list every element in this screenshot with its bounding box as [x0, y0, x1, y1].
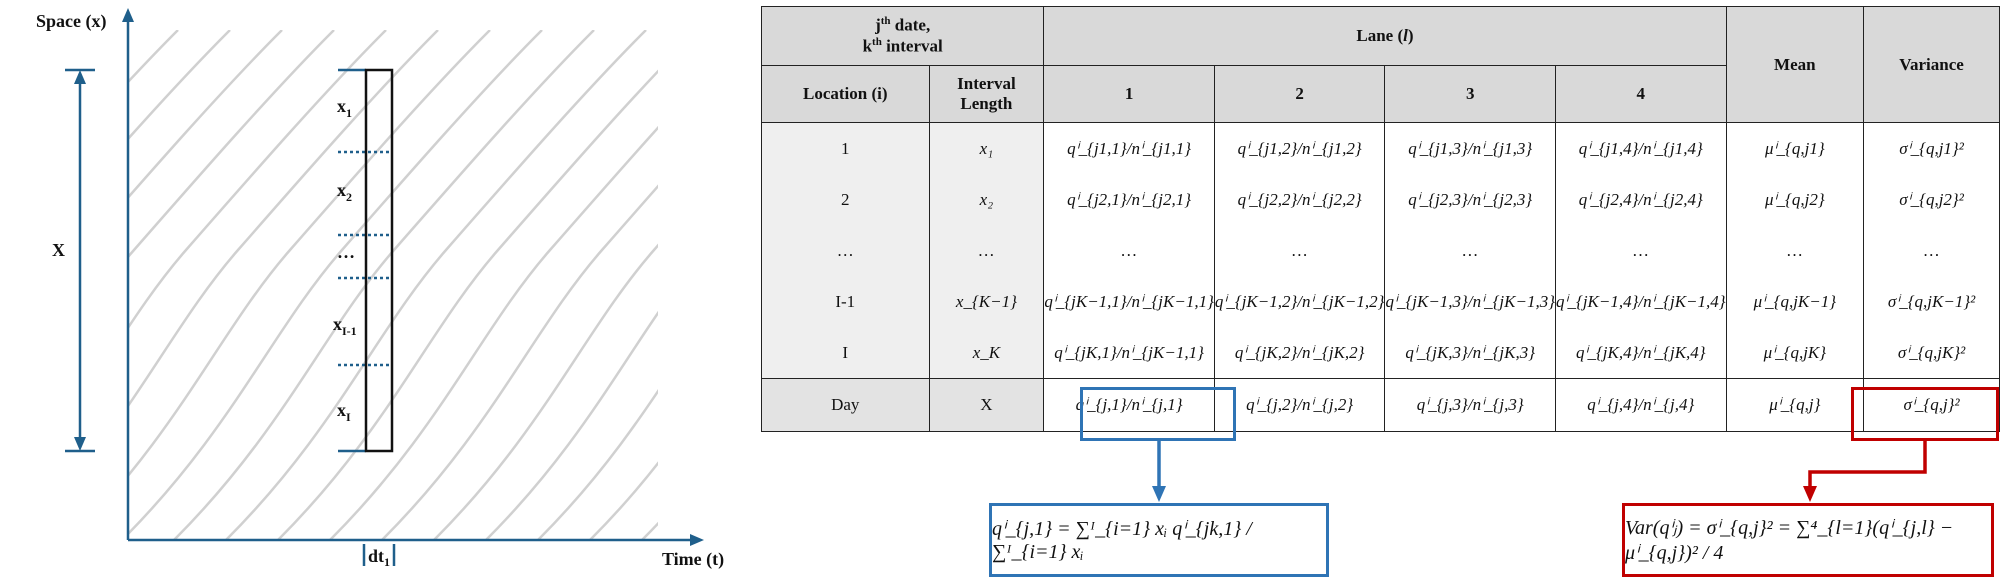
mean-cell: … — [1725, 225, 1865, 276]
variance-formula: Var(qⁱⱼ) = σⁱ_{q,j}² = ∑⁴_{l=1}(qⁱ_{j,l}… — [1622, 503, 1994, 577]
lane-2-cell: qⁱ_{j2,2}/nⁱ_{j2,2} — [1213, 174, 1386, 225]
mean-cell: μⁱ_{q,jK} — [1725, 327, 1865, 379]
variance-formula-text: Var(qⁱⱼ) = σⁱ_{q,j}² = ∑⁴_{l=1}(qⁱ_{j,l}… — [1625, 517, 1954, 564]
location-cell: … — [761, 225, 930, 276]
mean-cell: μⁱ_{q,j1} — [1725, 122, 1865, 174]
lane-3-cell: qⁱ_{j1,3}/nⁱ_{j1,3} — [1384, 122, 1556, 174]
span-arrow-down — [74, 437, 86, 451]
segment-labels: x1 x2 … xI-1 xI — [333, 96, 357, 424]
lane-3-cell: qⁱ_{jK,3}/nⁱ_{jK,3} — [1384, 327, 1556, 379]
lane-4-cell: qⁱ_{j,4}/nⁱ_{j,4} — [1555, 378, 1727, 432]
vehicle-trajectory — [225, 30, 647, 540]
mean-header: Mean — [1725, 6, 1865, 123]
vehicle-trajectories — [128, 30, 658, 540]
interval-length-cell: x_{K−1} — [928, 276, 1045, 327]
interval-length-cell: X — [928, 378, 1045, 432]
weighted-flow-formula: qⁱ_{j,1} = ∑ᴵ_{i=1} xᵢ qⁱ_{jk,1} / ∑ᴵ_{i… — [989, 503, 1329, 577]
mean-cell: μⁱ_{q,jK−1} — [1725, 276, 1865, 327]
vehicle-trajectory — [128, 30, 231, 141]
vehicle-trajectory — [173, 30, 595, 540]
segment-label: xI — [337, 400, 351, 424]
lane-2-cell: qⁱ_{jK−1,2}/nⁱ_{jK−1,2} — [1213, 276, 1386, 327]
vehicle-trajectory — [128, 30, 439, 409]
lane-4-cell: … — [1555, 225, 1727, 276]
variance-cell: σⁱ_{q,j1}² — [1863, 122, 2000, 174]
measurement-window — [364, 68, 394, 453]
location-header: Location (i) — [761, 65, 930, 123]
lane-3-cell: qⁱ_{jK−1,3}/nⁱ_{jK−1,3} — [1384, 276, 1556, 327]
weighted-flow-formula-text: qⁱ_{j,1} = ∑ᴵ_{i=1} xᵢ qⁱ_{jk,1} / ∑ᴵ_{i… — [992, 518, 1252, 563]
lane-1-header: 1 — [1043, 65, 1215, 123]
variance-cell: σⁱ_{q,jK−1}² — [1863, 276, 2000, 327]
location-cell: 1 — [761, 122, 930, 174]
mean-cell: μⁱ_{q,j} — [1725, 378, 1865, 432]
lane-2-cell: qⁱ_{j,2}/nⁱ_{j,2} — [1213, 378, 1386, 432]
x-axis-label: Time (t) — [662, 549, 724, 570]
lane-4-cell: qⁱ_{jK,4}/nⁱ_{jK,4} — [1555, 327, 1727, 379]
variance-cell: σⁱ_{q,j2}² — [1863, 174, 2000, 225]
vehicle-trajectory — [128, 30, 491, 478]
lane-2-header: 2 — [1213, 65, 1386, 123]
mean-cell: μⁱ_{q,j2} — [1725, 174, 1865, 225]
lane-1-cell: qⁱ_{j2,1}/nⁱ_{j2,1} — [1043, 174, 1215, 225]
location-cell: I — [761, 327, 930, 379]
span-label: X — [52, 240, 65, 260]
segment-label: x1 — [337, 96, 352, 120]
vehicle-trajectory — [537, 388, 658, 540]
interval-length-cell: x₁ — [928, 122, 1045, 174]
lane-header: Lane (l) — [1043, 6, 1727, 66]
location-cell: 2 — [761, 174, 930, 225]
vehicle-trajectory — [128, 30, 387, 330]
y-axis-label: Space (x) — [36, 11, 107, 32]
vehicle-trajectory — [128, 30, 543, 536]
lane-1-cell: qⁱ_{j1,1}/nⁱ_{j1,1} — [1043, 122, 1215, 174]
segment-label: x2 — [337, 180, 352, 204]
variance-cell: … — [1863, 225, 2000, 276]
span-arrow-up — [74, 70, 86, 84]
variance-cell: σⁱ_{q,jK}² — [1863, 327, 2000, 379]
vehicle-trajectory — [128, 30, 335, 260]
vehicle-trajectory — [381, 184, 658, 540]
lane-3-header: 3 — [1384, 65, 1556, 123]
lane-3-cell: qⁱ_{j,3}/nⁱ_{j,3} — [1384, 378, 1556, 432]
lane-4-header: 4 — [1555, 65, 1727, 123]
y-axis-arrow — [122, 8, 134, 22]
lane-4-cell: qⁱ_{j1,4}/nⁱ_{j1,4} — [1555, 122, 1727, 174]
interval-length-cell: x₂ — [928, 174, 1045, 225]
lane-4-cell: qⁱ_{j2,4}/nⁱ_{j2,4} — [1555, 174, 1727, 225]
x-axis-arrow — [690, 534, 704, 546]
interval-length-cell: … — [928, 225, 1045, 276]
lane-1-cell: … — [1043, 225, 1215, 276]
lane-2-cell: … — [1213, 225, 1386, 276]
variance-header: Variance — [1863, 6, 2000, 123]
segment-label: … — [337, 242, 355, 262]
lane-1-cell: qⁱ_{jK,1}/nⁱ_{jK−1,1} — [1043, 327, 1215, 379]
lane-4-cell: qⁱ_{jK−1,4}/nⁱ_{jK−1,4} — [1555, 276, 1727, 327]
interval-length-header: Interval Length — [928, 65, 1045, 123]
location-cell: I-1 — [761, 276, 930, 327]
vehicle-trajectory — [485, 310, 658, 540]
lane-3-cell: qⁱ_{j2,3}/nⁱ_{j2,3} — [1384, 174, 1556, 225]
lane-2-cell: qⁱ_{jK,2}/nⁱ_{jK,2} — [1213, 327, 1386, 379]
vehicle-trajectory — [277, 69, 658, 540]
vehicle-trajectory — [329, 125, 658, 540]
lane-flow-table: jth date, kth interval Lane (l) Mean Var… — [760, 6, 2000, 432]
vehicle-trajectory — [128, 30, 283, 200]
lane-2-cell: qⁱ_{j1,2}/nⁱ_{j1,2} — [1213, 122, 1386, 174]
interval-length-cell: x_K — [928, 327, 1045, 379]
lane-3-cell: … — [1384, 225, 1556, 276]
time-space-diagram: Space (x) Time (t) X x1 x2 … xI-1 xI dt1 — [36, 8, 724, 570]
vehicle-trajectory — [433, 243, 658, 540]
table-row: …………………… — [761, 225, 2000, 276]
segment-label: xI-1 — [333, 314, 357, 338]
location-cell: Day — [761, 378, 930, 432]
dt-label: dt1 — [368, 546, 390, 569]
